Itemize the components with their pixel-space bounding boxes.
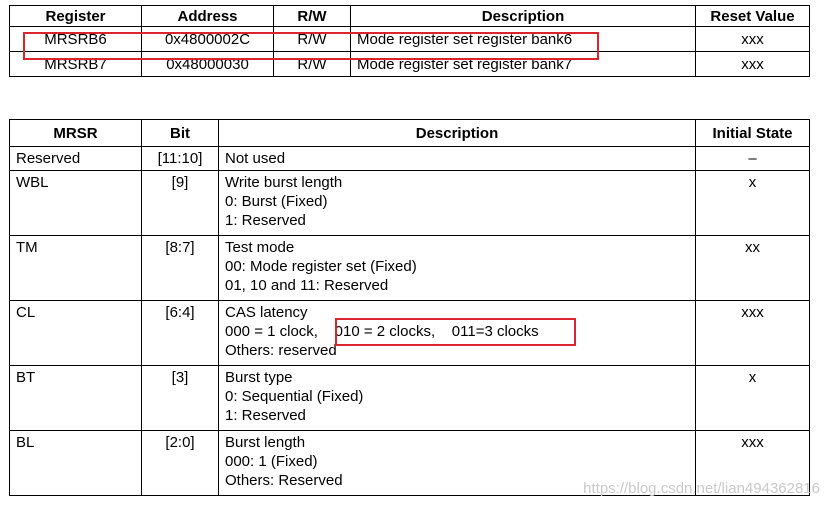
description-line: 0: Sequential (Fixed)	[225, 388, 364, 405]
description-line: Others: reserved	[225, 342, 337, 359]
field-description: Not used	[218, 146, 696, 171]
field-description: Test mode 00: Mode register set (Fixed) …	[218, 235, 696, 301]
description-line: Others: Reserved	[225, 472, 343, 489]
description-line: Write burst length	[225, 174, 343, 191]
field-initial-state: –	[695, 146, 810, 171]
description-line: Not used	[225, 150, 286, 167]
header-description: Description	[350, 5, 696, 27]
register-rw: R/W	[273, 26, 351, 52]
field-description: Write burst length 0: Burst (Fixed) 1: R…	[218, 170, 696, 236]
register-name: MRSRB6	[9, 26, 142, 52]
header-rw: R/W	[273, 5, 351, 27]
field-name: WBL	[9, 170, 142, 236]
register-address: 0x48000030	[141, 51, 274, 77]
description-line: 000: 1 (Fixed)	[225, 453, 318, 470]
field-bit: [11:10]	[141, 146, 219, 171]
description-line: 01, 10 and 11: Reserved	[225, 277, 389, 294]
description-line: 1: Reserved	[225, 212, 306, 229]
table-row: Reserved [11:10] Not used –	[9, 146, 810, 171]
header-bit: Bit	[141, 119, 219, 147]
description-line: Test mode	[225, 239, 295, 256]
table-row: BL [2:0] Burst length 000: 1 (Fixed) Oth…	[9, 430, 810, 496]
table-row: WBL [9] Write burst length 0: Burst (Fix…	[9, 170, 810, 236]
register-rw: R/W	[273, 51, 351, 77]
mrsr-bit-table: MRSR Bit Description Initial State Reser…	[9, 119, 810, 496]
field-name: BT	[9, 365, 142, 431]
table-row: CL [6:4] CAS latency 000 = 1 clock, 010 …	[9, 300, 810, 366]
register-name: MRSRB7	[9, 51, 142, 77]
description-line: 00: Mode register set (Fixed)	[225, 258, 417, 275]
header-register: Register	[9, 5, 142, 27]
header-mrsr: MRSR	[9, 119, 142, 147]
field-initial-state: x	[695, 170, 810, 236]
header-address: Address	[141, 5, 274, 27]
description-line: Burst type	[225, 369, 293, 386]
description-line: 1: Reserved	[225, 407, 306, 424]
register-reset-value: xxx	[695, 51, 810, 77]
header-initial-state: Initial State	[695, 119, 810, 147]
table-row: TM [8:7] Test mode 00: Mode register set…	[9, 235, 810, 301]
field-name: Reserved	[9, 146, 142, 171]
register-table-header: Register Address R/W Description Reset V…	[9, 5, 810, 27]
register-table: Register Address R/W Description Reset V…	[9, 5, 810, 77]
field-initial-state: xxx	[695, 430, 810, 496]
register-reset-value: xxx	[695, 26, 810, 52]
field-bit: [6:4]	[141, 300, 219, 366]
register-description: Mode register set register bank7	[350, 51, 696, 77]
field-initial-state: xx	[695, 235, 810, 301]
register-address: 0x4800002C	[141, 26, 274, 52]
watermark-text: https://blog.csdn.net/lian494362816	[583, 480, 820, 497]
field-bit: [9]	[141, 170, 219, 236]
field-description: Burst type 0: Sequential (Fixed) 1: Rese…	[218, 365, 696, 431]
description-line: 000 = 1 clock, 010 = 2 clocks, 011=3 clo…	[225, 323, 539, 340]
table-row: BT [3] Burst type 0: Sequential (Fixed) …	[9, 365, 810, 431]
field-bit: [3]	[141, 365, 219, 431]
field-description: CAS latency 000 = 1 clock, 010 = 2 clock…	[218, 300, 696, 366]
table-row: MRSRB7 0x48000030 R/W Mode register set …	[9, 51, 810, 77]
mrsr-table-header: MRSR Bit Description Initial State	[9, 119, 810, 147]
field-name: BL	[9, 430, 142, 496]
table-row: MRSRB6 0x4800002C R/W Mode register set …	[9, 26, 810, 52]
field-bit: [8:7]	[141, 235, 219, 301]
description-line: CAS latency	[225, 304, 308, 321]
description-line: Burst length	[225, 434, 306, 451]
description-line: 0: Burst (Fixed)	[225, 193, 328, 210]
field-name: CL	[9, 300, 142, 366]
field-bit: [2:0]	[141, 430, 219, 496]
header-description: Description	[218, 119, 696, 147]
field-initial-state: xxx	[695, 300, 810, 366]
field-initial-state: x	[695, 365, 810, 431]
register-description: Mode register set register bank6	[350, 26, 696, 52]
field-name: TM	[9, 235, 142, 301]
header-reset-value: Reset Value	[695, 5, 810, 27]
